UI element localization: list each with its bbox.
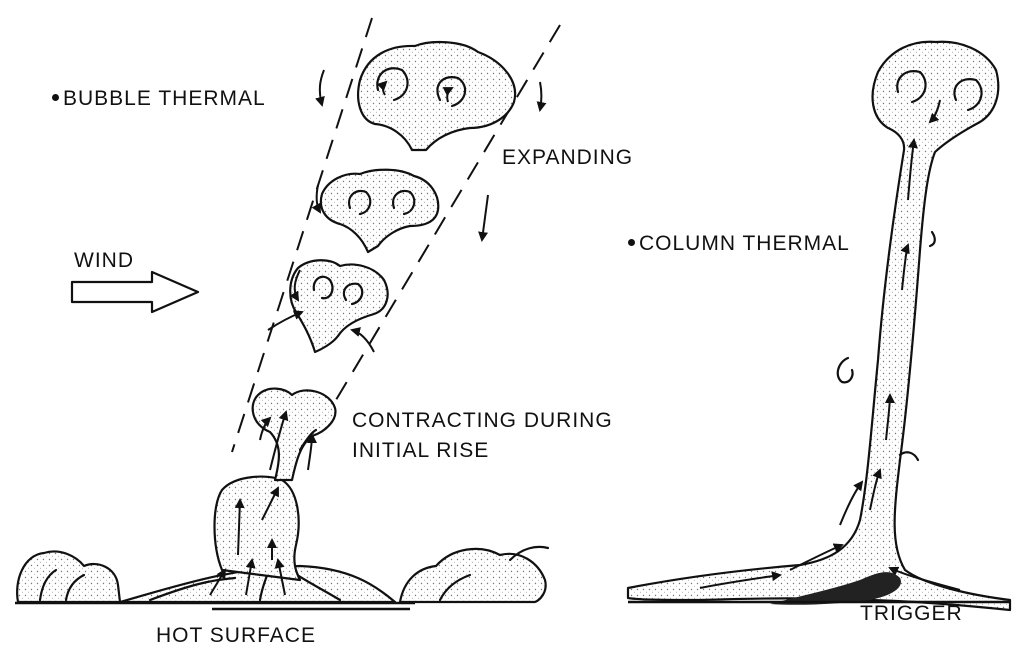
- contracting-bubble: [251, 387, 337, 482]
- expanded-top-bubble: [315, 40, 547, 242]
- column-thermal-label: COLUMN THERMAL: [628, 233, 850, 254]
- bubble-thermal-label: BUBBLE THERMAL: [52, 88, 266, 109]
- column-thermal: [626, 40, 1012, 612]
- wind-label: WIND: [74, 249, 134, 272]
- expanding-label: EXPANDING: [502, 146, 634, 169]
- contracting-label-line1: CONTRACTING DURING: [352, 409, 613, 432]
- bullet-icon: [52, 93, 59, 101]
- ground-line-left: [15, 601, 415, 611]
- small-rising-bubble: [267, 259, 389, 354]
- dashed-trajectory-lines: [231, 17, 561, 453]
- contracting-label-line2: INITIAL RISE: [352, 439, 490, 462]
- hot-surface-label: HOT SURFACE: [156, 624, 316, 647]
- initial-rising-bubble: [209, 475, 302, 596]
- trigger-label: TRIGGER: [860, 602, 963, 625]
- trigger-patch: [628, 572, 1010, 605]
- medium-rising-bubble: [311, 168, 440, 254]
- wind-arrow: [70, 270, 200, 314]
- shrubs-left: [16, 550, 122, 604]
- bullet-icon: [628, 238, 635, 246]
- shrubs-right: [398, 545, 550, 604]
